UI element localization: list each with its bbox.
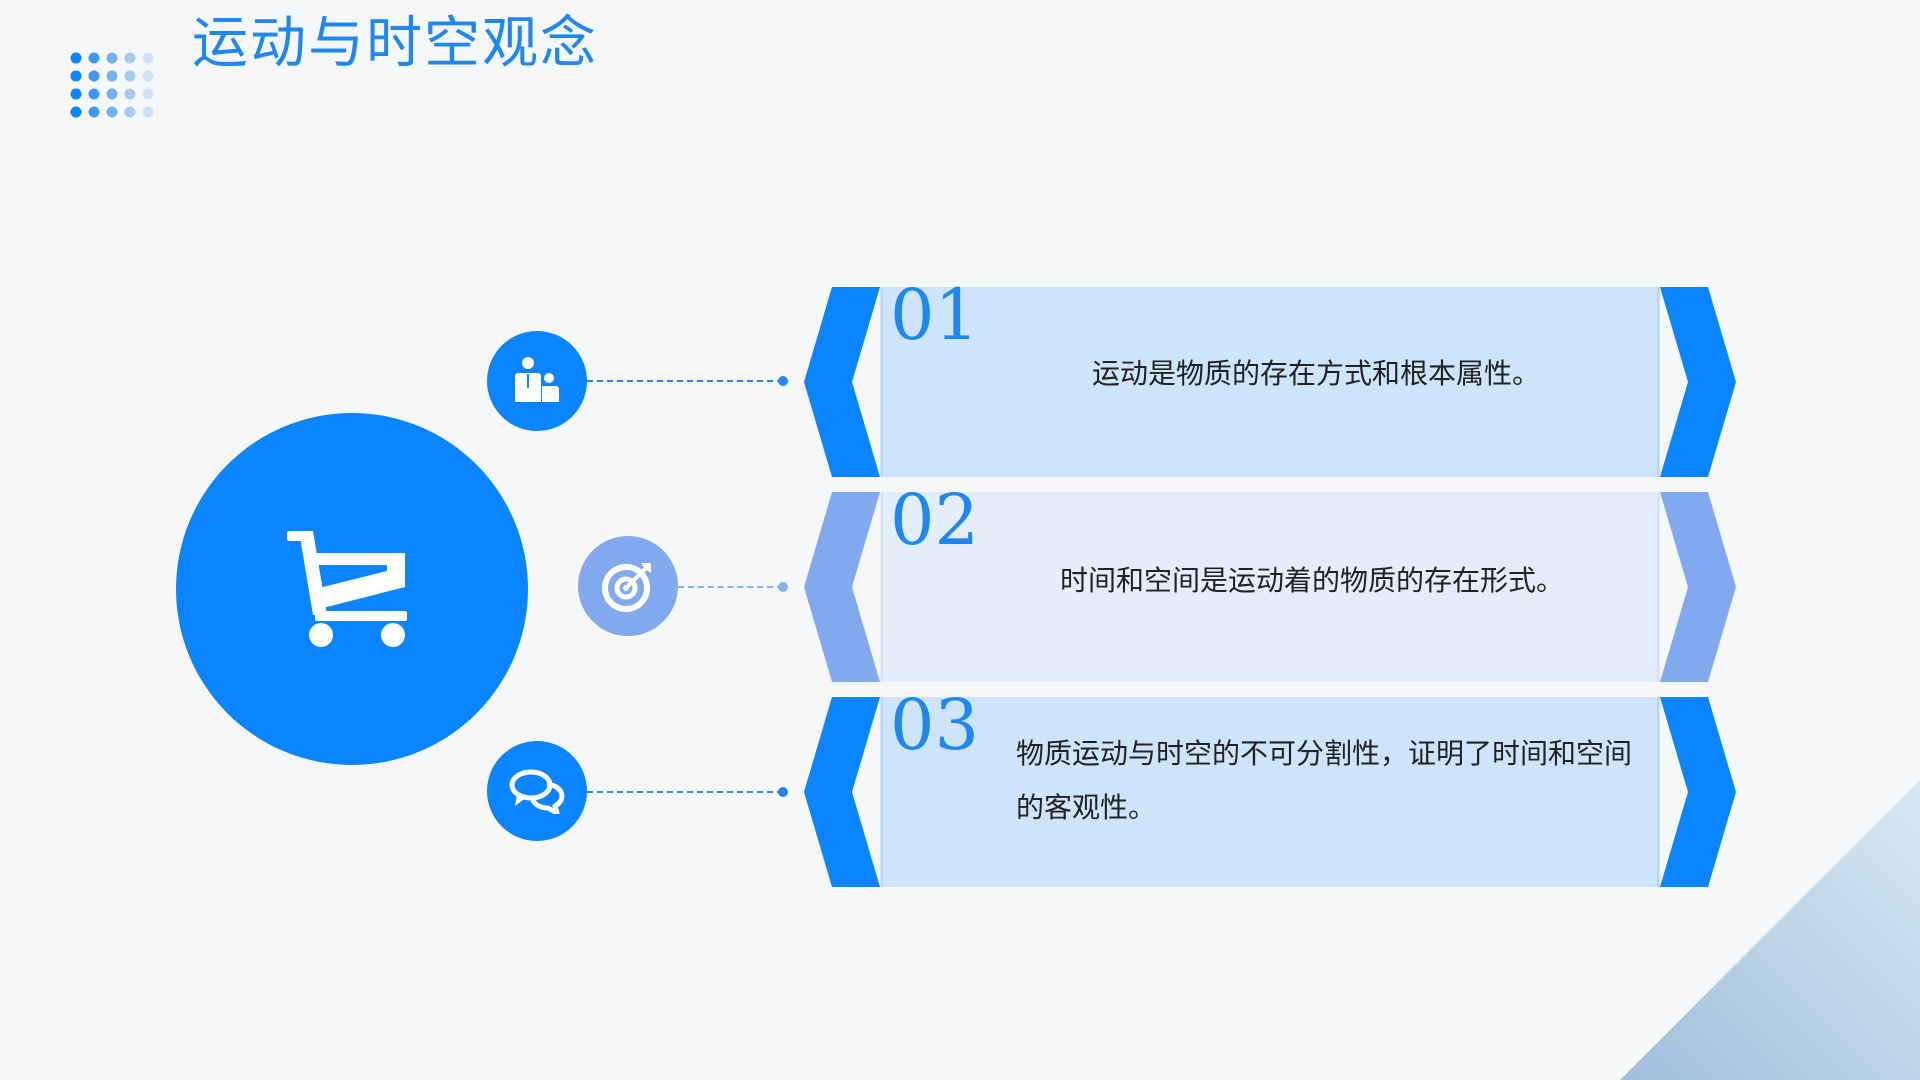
main-circle — [176, 413, 528, 765]
target-icon — [602, 563, 651, 612]
item-1-connector — [587, 376, 788, 386]
panel-background — [804, 287, 1736, 477]
item-1-panel: 01 运动是物质的存在方式和根本属性。 — [800, 275, 1740, 477]
item-2-number: 02 — [890, 479, 980, 561]
item-2-icon-circle — [578, 536, 678, 636]
item-2-panel: 02 时间和空间是运动着的物质的存在形式。 — [800, 480, 1740, 682]
item-1-icon-circle — [487, 331, 587, 431]
item-1-number: 01 — [890, 274, 980, 356]
item-2-text: 时间和空间是运动着的物质的存在形式。 — [1060, 564, 1565, 597]
item-2-connector — [678, 582, 788, 592]
item-1-text: 运动是物质的存在方式和根本属性。 — [1092, 357, 1541, 390]
dot-grid-decoration — [70, 52, 154, 118]
panel-background — [804, 697, 1736, 887]
corner-triangle-decoration — [1620, 780, 1920, 1080]
panel-background — [804, 492, 1736, 682]
chat-bubbles-icon — [509, 769, 565, 814]
slide-title: 运动与时空观念 — [192, 11, 598, 76]
shopping-cart-icon — [287, 531, 407, 647]
item-3-icon-circle — [487, 741, 587, 841]
people-icon — [515, 357, 559, 402]
item-3-connector — [587, 787, 788, 797]
item-3-number: 03 — [890, 684, 980, 766]
item-3-text: 物质运动与时空的不可分割性，证明了时间和空间的客观性。 — [1016, 737, 1633, 824]
item-3-panel: 03 物质运动与时空的不可分割性，证明了时间和空间的客观性。 — [800, 685, 1740, 887]
